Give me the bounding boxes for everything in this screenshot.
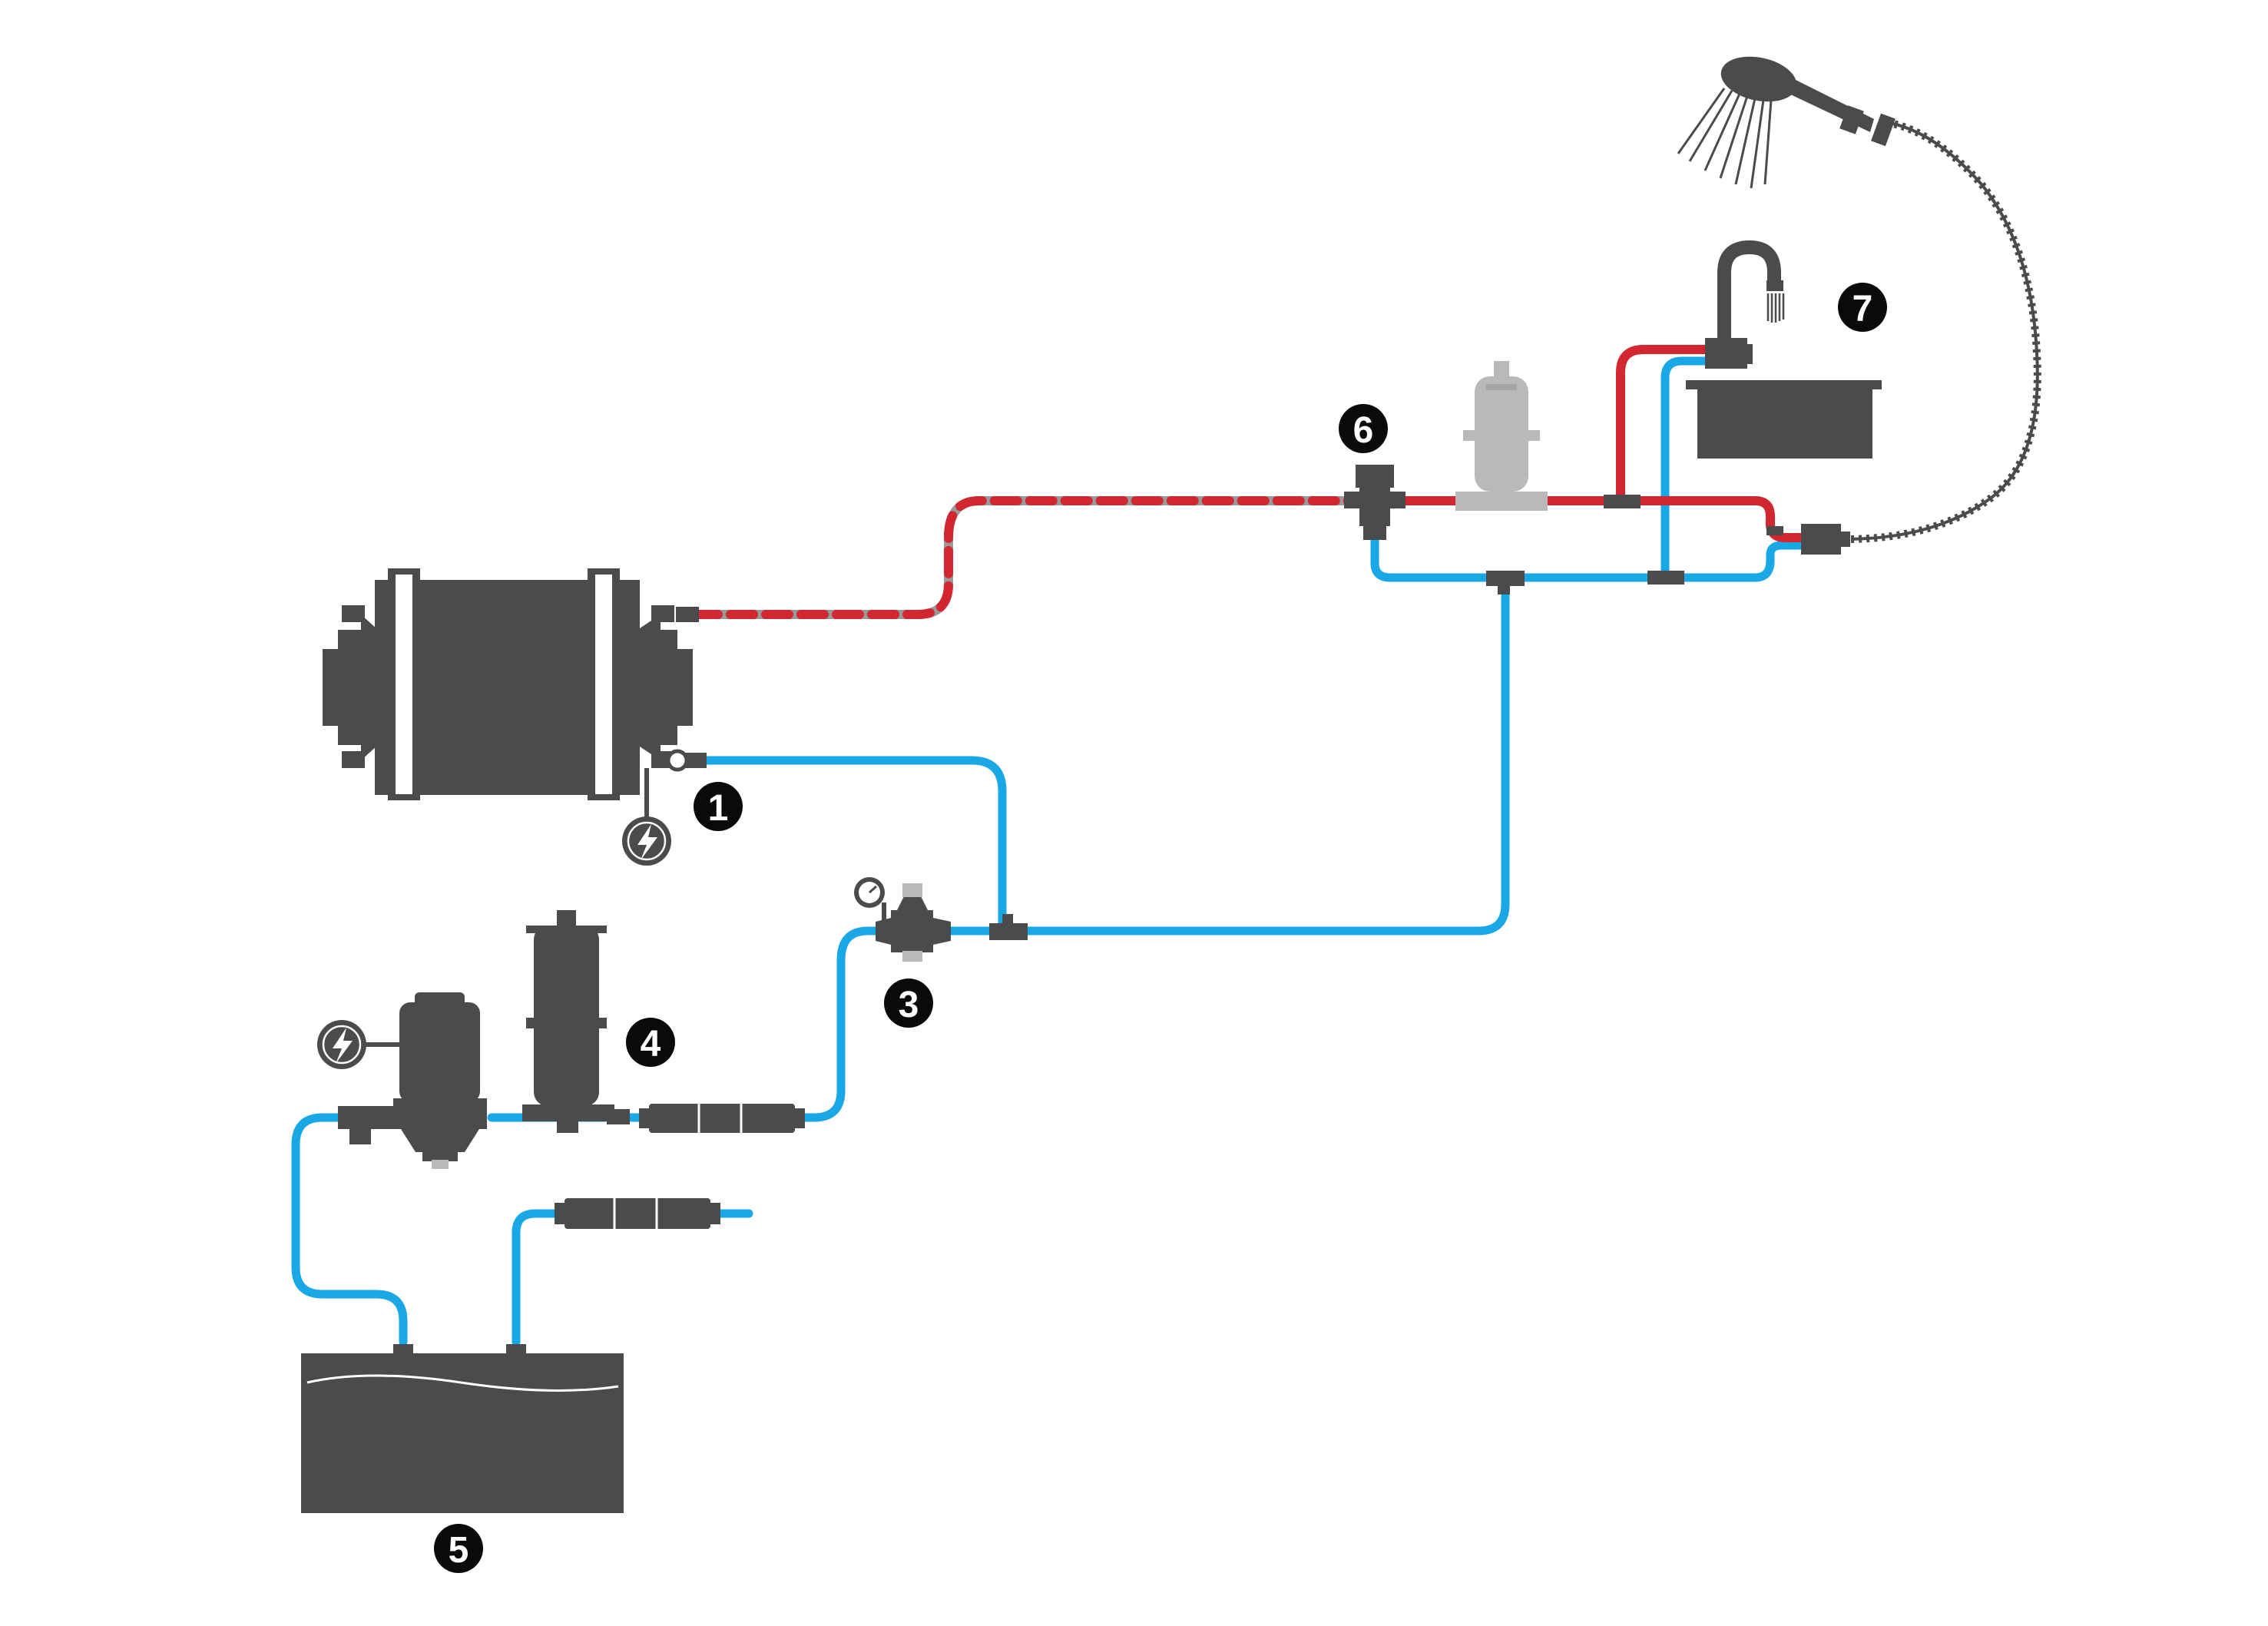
pump-head <box>393 1098 487 1129</box>
tank-outlet <box>393 1344 413 1355</box>
heater-foot <box>342 605 365 622</box>
badge-6: 6 <box>1339 404 1388 453</box>
badge-5: 5 <box>434 1524 483 1573</box>
shower-head-icon <box>1677 56 1896 189</box>
expansion-tank <box>1455 361 1548 511</box>
accumulator-body <box>534 926 599 1106</box>
regulator-right-nut <box>933 918 951 945</box>
shower-valve <box>1801 524 1850 555</box>
sink-rim <box>1686 380 1882 389</box>
heater-cold-fitting <box>687 754 707 768</box>
pump-motor <box>399 1002 480 1102</box>
mixing-valve-bottom <box>1363 525 1386 540</box>
badge-1: 1 <box>694 782 743 831</box>
heater-end-bevel-right <box>637 614 661 760</box>
heater-flange-right <box>676 649 693 726</box>
tee-fitting <box>1604 495 1641 508</box>
badge-6-label: 6 <box>1353 410 1374 451</box>
regulator-cap-light <box>902 883 922 897</box>
cold-line-tank-to-filter <box>512 1209 564 1346</box>
tee-fittings <box>989 495 1783 940</box>
heater-foot <box>651 605 674 622</box>
tee-fitting <box>1498 584 1510 594</box>
tee-fitting <box>989 923 1028 940</box>
mixing-valve-right <box>1389 492 1405 508</box>
inline-filter <box>555 1198 720 1229</box>
badge-1-label: 1 <box>708 788 729 829</box>
accumulator-band <box>526 1018 607 1028</box>
hot-line-insulated-dash <box>690 496 1356 619</box>
tank-water-line <box>306 1374 619 1392</box>
mixing-valve-top <box>1356 465 1394 488</box>
heater-end-bevel-left <box>361 614 378 760</box>
pump-base <box>401 1129 479 1152</box>
cold-line-distribution <box>1370 533 1806 582</box>
pump-inlet-fitting <box>338 1106 393 1129</box>
mixing-valve-left <box>1344 492 1361 508</box>
tank-body <box>301 1353 624 1513</box>
pressure-gauge-icon <box>854 877 885 908</box>
water-tank <box>301 1344 624 1513</box>
heater-valve <box>666 749 689 772</box>
tee-fitting <box>1002 914 1013 926</box>
cold-line-heater-feed <box>698 756 1007 936</box>
inline-filter <box>639 1104 805 1133</box>
badge-4: 4 <box>626 1018 675 1067</box>
hot-water-lines <box>690 345 1806 619</box>
cold-line-main <box>944 573 1510 936</box>
badge-3: 3 <box>884 979 933 1028</box>
pressure-regulator <box>876 883 951 962</box>
hot-line-faucet-riser <box>1616 345 1713 505</box>
lightning-icon <box>317 1020 366 1069</box>
mixing-valve <box>1344 465 1405 540</box>
heater-foot <box>342 751 365 768</box>
heater-flange-left <box>323 649 339 726</box>
pump-motor-top <box>415 992 465 1008</box>
badge-7: 7 <box>1838 283 1887 332</box>
accumulator-outlet <box>607 1109 630 1124</box>
accumulator-tank <box>522 910 630 1133</box>
badge-5-label: 5 <box>449 1530 469 1571</box>
heater-hot-outlet <box>676 607 699 622</box>
badge-4-label: 4 <box>641 1024 661 1065</box>
accumulator-band <box>526 926 607 933</box>
sink-basin <box>1697 389 1872 459</box>
heater-band-left-inner <box>396 575 412 794</box>
accumulator-stem <box>557 1106 578 1133</box>
pump-foot <box>422 1152 458 1161</box>
sink <box>1686 380 1882 459</box>
tank-outlet <box>506 1344 526 1355</box>
water-pump <box>338 992 487 1169</box>
cold-line-filter-to-regulator <box>790 926 886 1122</box>
tee-fitting <box>1766 526 1783 535</box>
regulator-left-nut <box>876 918 891 945</box>
heater-band-right-inner <box>595 575 612 794</box>
pump-inlet-nut <box>349 1128 371 1144</box>
cold-line-faucet-riser <box>1660 356 1713 582</box>
regulator-gauge-stem <box>882 902 886 926</box>
regulator-body <box>891 910 933 952</box>
water-heater <box>323 568 707 826</box>
cold-line-tank-to-pump <box>291 1113 408 1346</box>
regulator-bonnet <box>897 895 928 910</box>
tee-fitting <box>1486 571 1525 586</box>
badge-3-label: 3 <box>899 985 919 1025</box>
lightning-icon <box>622 816 671 866</box>
faucet-icon <box>1705 240 1785 369</box>
badge-7-label: 7 <box>1852 289 1873 330</box>
tee-fitting <box>1647 571 1684 584</box>
regulator-bottom-cap <box>902 951 922 962</box>
hot-line-distribution <box>1378 496 1806 542</box>
mixing-valve-body <box>1359 488 1390 526</box>
pump-foot-cap <box>432 1160 449 1169</box>
